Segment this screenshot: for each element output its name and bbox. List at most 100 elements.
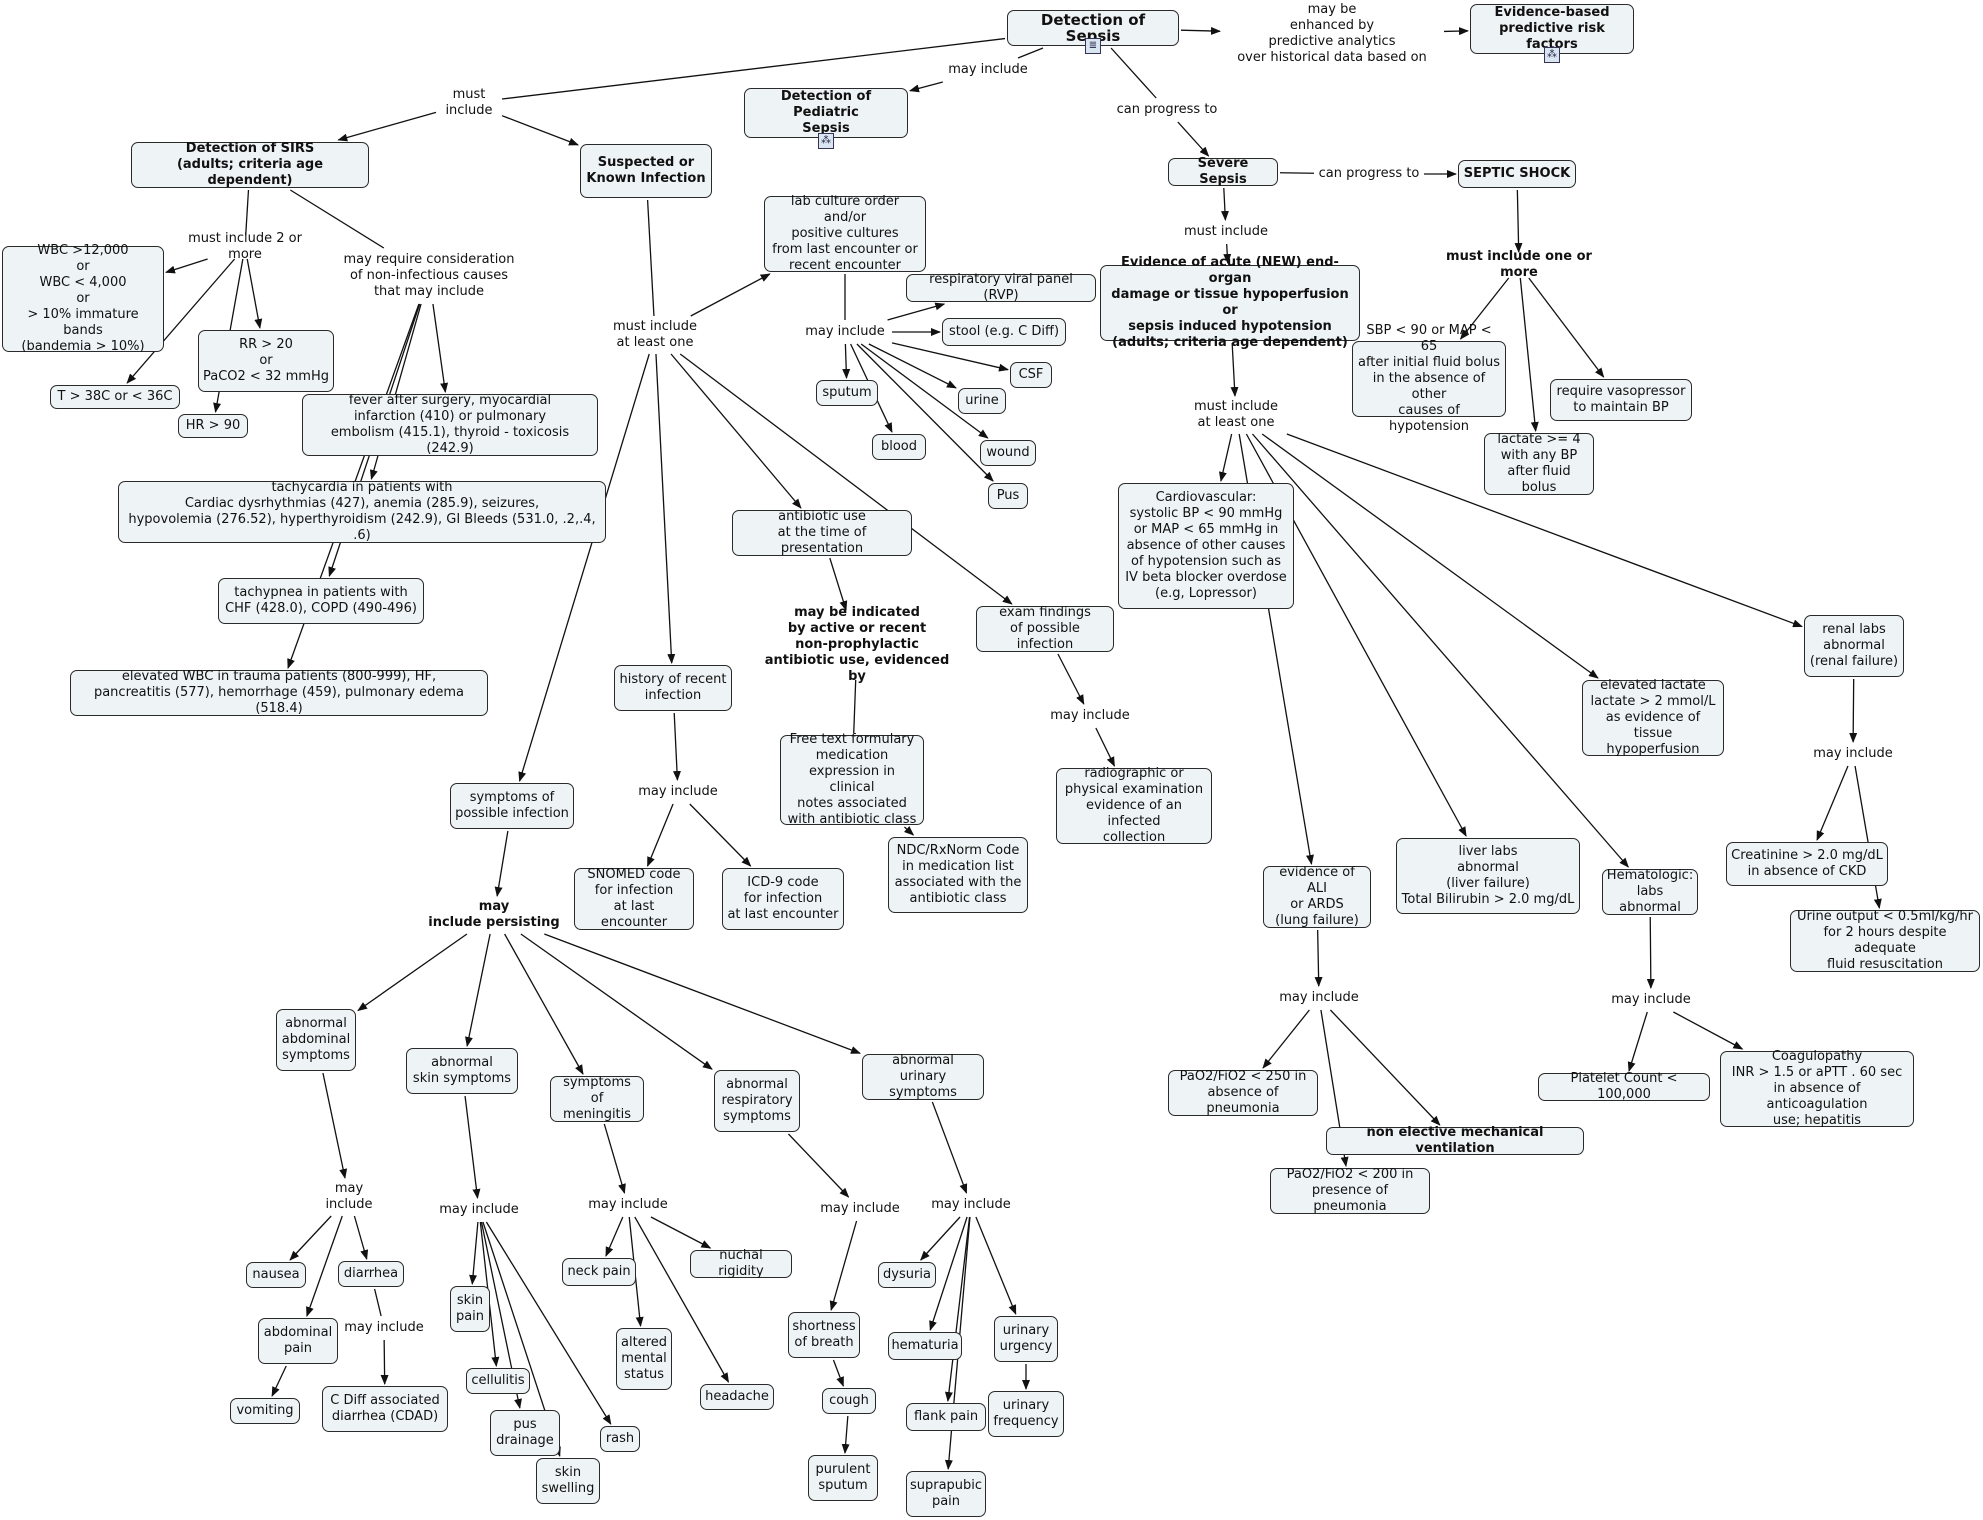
- csf-node[interactable]: CSF: [1010, 362, 1052, 388]
- sputum-node[interactable]: sputum: [816, 380, 878, 406]
- free-text-formulary-node[interactable]: Free text formulary medication expressio…: [780, 732, 924, 827]
- pao2-200-node[interactable]: PaO2/FiO2 < 200 in presence of pneumonia: [1270, 1167, 1430, 1214]
- severe-sepsis-node[interactable]: Severe Sepsis: [1168, 156, 1278, 187]
- icd9-code-node[interactable]: ICD-9 code for infection at last encount…: [722, 868, 844, 930]
- cdad-node[interactable]: C Diff associated diarrhea (CDAD): [322, 1386, 448, 1432]
- connector-line: [646, 803, 674, 867]
- concept-map-icon[interactable]: ⁂: [818, 133, 834, 149]
- suspected-infection-node[interactable]: Suspected or Known Infection: [580, 144, 712, 198]
- lab-culture-node[interactable]: lab culture order and/or positive cultur…: [764, 194, 926, 273]
- vomiting-node[interactable]: vomiting: [230, 1398, 300, 1424]
- abnormal-respiratory-symptoms-node[interactable]: abnormal respiratory symptoms: [714, 1070, 800, 1132]
- connector-line: [931, 1101, 968, 1194]
- urinary-urgency-node[interactable]: urinary urgency: [994, 1316, 1058, 1362]
- rvp-node[interactable]: respiratory viral panel (RVP): [906, 272, 1096, 303]
- cellulitis-node[interactable]: cellulitis: [466, 1368, 530, 1394]
- abdominal-pain-node[interactable]: abdominal pain: [258, 1318, 338, 1364]
- symptoms-possible-infection-node[interactable]: symptoms of possible infection: [450, 783, 574, 829]
- link-label: must include 2 or more: [188, 231, 302, 262]
- concept-map-icon[interactable]: ⁂: [1544, 47, 1560, 63]
- abnormal-skin-symptoms-node[interactable]: abnormal skin symptoms: [406, 1048, 518, 1094]
- require-vasopressor-node[interactable]: require vasopressor to maintain BP: [1550, 379, 1692, 421]
- tachypnea-node[interactable]: tachypnea in patients with CHF (428.0), …: [218, 578, 424, 624]
- tachycardia-node[interactable]: tachycardia in patients with Cardiac dys…: [118, 480, 606, 543]
- skin-swelling-node[interactable]: skin swelling: [536, 1458, 600, 1504]
- cough-node[interactable]: cough: [822, 1388, 876, 1414]
- altered-mental-status-node[interactable]: altered mental status: [616, 1328, 672, 1390]
- rash-node[interactable]: rash: [600, 1426, 640, 1452]
- link-label: must include: [445, 87, 493, 118]
- urine-output-node[interactable]: Urine output < 0.5ml/kg/hr for 2 hours d…: [1790, 909, 1980, 972]
- connector-line: [322, 1072, 348, 1179]
- diarrhea-node[interactable]: diarrhea: [338, 1261, 404, 1287]
- connector-line: [245, 189, 250, 236]
- evidence-risk-factors-node[interactable]: Evidence-based predictive risk factors: [1470, 4, 1634, 54]
- connector-line: [501, 115, 579, 146]
- connector-line: [1854, 765, 1882, 909]
- suprapubic-pain-node[interactable]: suprapubic pain: [906, 1471, 986, 1517]
- skin-pain-node[interactable]: skin pain: [450, 1286, 490, 1332]
- abnormal-urinary-symptoms-node[interactable]: abnormal urinary symptoms: [862, 1053, 984, 1100]
- lactate-4-node[interactable]: lactate >= 4 with any BP after fluid bol…: [1484, 432, 1594, 495]
- neck-pain-node[interactable]: neck pain: [562, 1258, 636, 1286]
- link-label: must include at least one: [612, 319, 697, 350]
- ndc-rxnorm-code-node[interactable]: NDC/RxNorm Code in medication list assoc…: [888, 837, 1028, 913]
- pediatric-sepsis-node[interactable]: Detection of Pediatric Sepsis: [744, 88, 908, 138]
- exam-findings-node[interactable]: exam findings of possible infection: [976, 605, 1114, 652]
- urine-node[interactable]: urine: [958, 388, 1006, 414]
- blood-node[interactable]: blood: [872, 434, 926, 460]
- dysuria-node[interactable]: dysuria: [878, 1262, 936, 1288]
- elevated-lactate-node[interactable]: elevated lactate lactate > 2 mmol/L as e…: [1582, 678, 1724, 757]
- wound-node[interactable]: wound: [980, 440, 1036, 466]
- platelet-count-node[interactable]: Platelet Count < 100,000: [1538, 1071, 1710, 1102]
- purulent-sputum-node[interactable]: purulent sputum: [808, 1455, 878, 1501]
- fever-after-surgery-node[interactable]: fever after surgery, myocardial infarcti…: [302, 393, 598, 456]
- temperature-node[interactable]: T > 38C or < 36C: [50, 385, 180, 409]
- liver-labs-node[interactable]: liver labs abnormal (liver failure) Tota…: [1396, 838, 1580, 914]
- connector-line: [1223, 243, 1232, 264]
- hematuria-node[interactable]: hematuria: [888, 1332, 962, 1360]
- connector-line: [929, 1216, 968, 1331]
- creatinine-node[interactable]: Creatinine > 2.0 mg/dL in absence of CKD: [1726, 842, 1888, 886]
- antibiotic-use-node[interactable]: antibiotic use at the time of presentati…: [732, 509, 912, 556]
- shortness-of-breath-node[interactable]: shortness of breath: [788, 1312, 860, 1358]
- abnormal-abdominal-symptoms-node[interactable]: abnormal abdominal symptoms: [276, 1009, 356, 1071]
- wbc-node[interactable]: WBC >12,000 or WBC < 4,000 or > 10% imma…: [2, 243, 164, 354]
- septic-shock-node[interactable]: SEPTIC SHOCK: [1458, 160, 1576, 188]
- connector-line: [1329, 1009, 1441, 1126]
- sirs-node[interactable]: Detection of SIRS (adults; criteria age …: [131, 141, 369, 188]
- mechanical-ventilation-node[interactable]: non elective mechanical ventilation: [1326, 1125, 1584, 1156]
- history-recent-infection-node[interactable]: history of recent infection: [614, 665, 732, 711]
- ali-ards-node[interactable]: evidence of ALI or ARDS (lung failure): [1263, 865, 1371, 928]
- pus-drainage-node[interactable]: pus drainage: [490, 1410, 560, 1456]
- symptoms-meningitis-node[interactable]: symptoms of meningitis: [550, 1075, 644, 1122]
- coagulopathy-node[interactable]: Coagulopathy INR > 1.5 or aPTT . 60 sec …: [1720, 1049, 1914, 1128]
- connector-line: [165, 258, 208, 274]
- cardiovascular-node[interactable]: Cardiovascular: systolic BP < 90 mmHg or…: [1118, 483, 1294, 609]
- snomed-code-node[interactable]: SNOMED code for infection at last encoun…: [574, 867, 694, 930]
- connector-line: [1528, 277, 1605, 378]
- connector-line: [464, 1095, 481, 1199]
- pus-node[interactable]: Pus: [988, 483, 1028, 509]
- heart-rate-node[interactable]: HR > 90: [178, 414, 248, 438]
- renal-labs-node[interactable]: renal labs abnormal (renal failure): [1804, 615, 1904, 677]
- connector-line: [1177, 121, 1210, 157]
- urinary-frequency-node[interactable]: urinary frequency: [988, 1391, 1064, 1437]
- elevated-wbc-node[interactable]: elevated WBC in trauma patients (800-999…: [70, 669, 488, 716]
- connector-line: [1443, 27, 1469, 36]
- connector-line: [1514, 189, 1523, 253]
- link-label: can progress to: [1116, 102, 1218, 117]
- sbp-map-node[interactable]: SBP < 90 or MAP < 65 after initial fluid…: [1352, 323, 1506, 434]
- stool-node[interactable]: stool (e.g. C Diff): [942, 318, 1066, 346]
- nausea-node[interactable]: nausea: [246, 1262, 306, 1288]
- flank-pain-node[interactable]: flank pain: [906, 1403, 986, 1431]
- nuchal-rigidity-node[interactable]: nuchal rigidity: [690, 1248, 792, 1279]
- end-organ-damage-node[interactable]: Evidence of acute (NEW) end-organ damage…: [1100, 255, 1360, 350]
- document-icon[interactable]: ≣: [1085, 38, 1101, 54]
- headache-node[interactable]: headache: [700, 1384, 774, 1410]
- link-label: may include: [344, 1320, 424, 1335]
- rr-node[interactable]: RR > 20 or PaCO2 < 32 mmHg: [198, 330, 334, 392]
- pao2-250-node[interactable]: PaO2/FiO2 < 250 in absence of pneumonia: [1168, 1069, 1318, 1116]
- hematologic-node[interactable]: Hematologic: labs abnormal: [1602, 868, 1698, 915]
- radiographic-evidence-node[interactable]: radiographic or physical examination evi…: [1056, 766, 1212, 845]
